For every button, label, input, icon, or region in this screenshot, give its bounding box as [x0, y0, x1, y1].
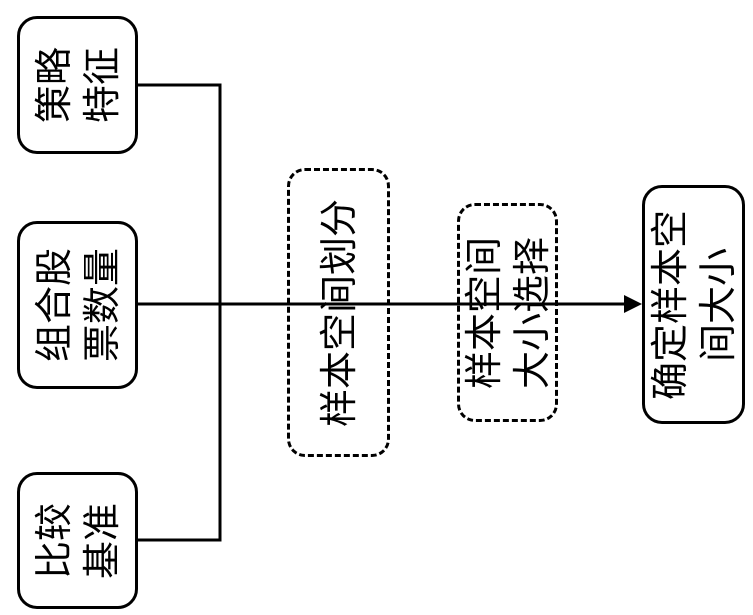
input-label: 组合股 票数量 — [30, 248, 126, 362]
arrowhead-icon — [624, 295, 642, 313]
input-box-strategy-features: 策略 特征 — [17, 16, 138, 154]
input-box-benchmark: 比较 基准 — [17, 472, 138, 609]
output-box-determine-sample-space-size: 确定样本空 间大小 — [642, 185, 745, 424]
input-label: 比较 基准 — [30, 502, 126, 578]
step-box-sample-space-partition: 样本空间划分 — [287, 168, 390, 457]
label-line: 比较 — [31, 502, 76, 579]
input-label: 策略 特征 — [30, 47, 126, 123]
label-line: 组合股 — [31, 247, 76, 363]
label-line: 票数量 — [79, 247, 124, 363]
step-box-sample-space-size-selection: 样本空间 大小选择 — [457, 203, 558, 422]
label-line: 确定样本空 — [647, 209, 692, 400]
label-line: 间大小 — [695, 247, 740, 362]
label-line: 策略 — [31, 46, 76, 124]
label-line: 样本空间 — [461, 236, 506, 389]
label-line: 大小选择 — [509, 236, 554, 389]
output-label: 确定样本空 间大小 — [646, 209, 742, 399]
step-label: 样本空间划分 — [315, 198, 363, 426]
step-label: 样本空间 大小选择 — [460, 236, 556, 388]
label-line: 特征 — [79, 46, 124, 124]
label-line: 样本空间划分 — [316, 198, 361, 427]
input-box-portfolio-stock-count: 组合股 票数量 — [17, 221, 138, 389]
label-line: 基准 — [79, 502, 124, 579]
